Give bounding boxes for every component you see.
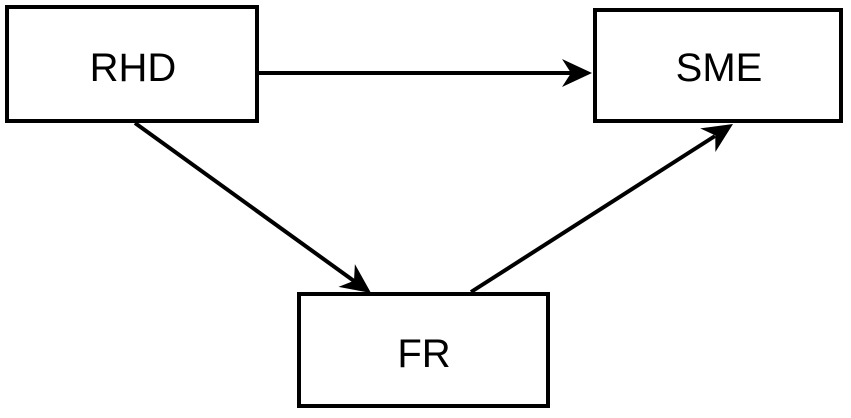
node-fr: FR <box>297 292 550 408</box>
node-fr-box <box>297 292 550 408</box>
node-rhd-box <box>5 5 259 123</box>
arrowhead-rhd-sme-icon <box>562 59 592 87</box>
edge-rhd-sme <box>259 59 592 87</box>
edge-fr-sme <box>469 124 733 294</box>
arrowhead-fr-sme-icon <box>700 124 733 152</box>
node-fr-label: FR <box>397 332 450 376</box>
node-rhd: RHD <box>5 5 259 123</box>
edge-fr-sme-line <box>469 134 717 294</box>
arrowhead-rhd-fr-icon <box>338 264 371 293</box>
node-sme: SME <box>593 8 843 123</box>
node-rhd-label: RHD <box>90 46 177 90</box>
node-sme-label: SME <box>676 46 763 90</box>
edge-rhd-fr-line <box>133 121 356 283</box>
node-sme-box <box>593 8 843 123</box>
edge-rhd-fr <box>133 121 371 293</box>
